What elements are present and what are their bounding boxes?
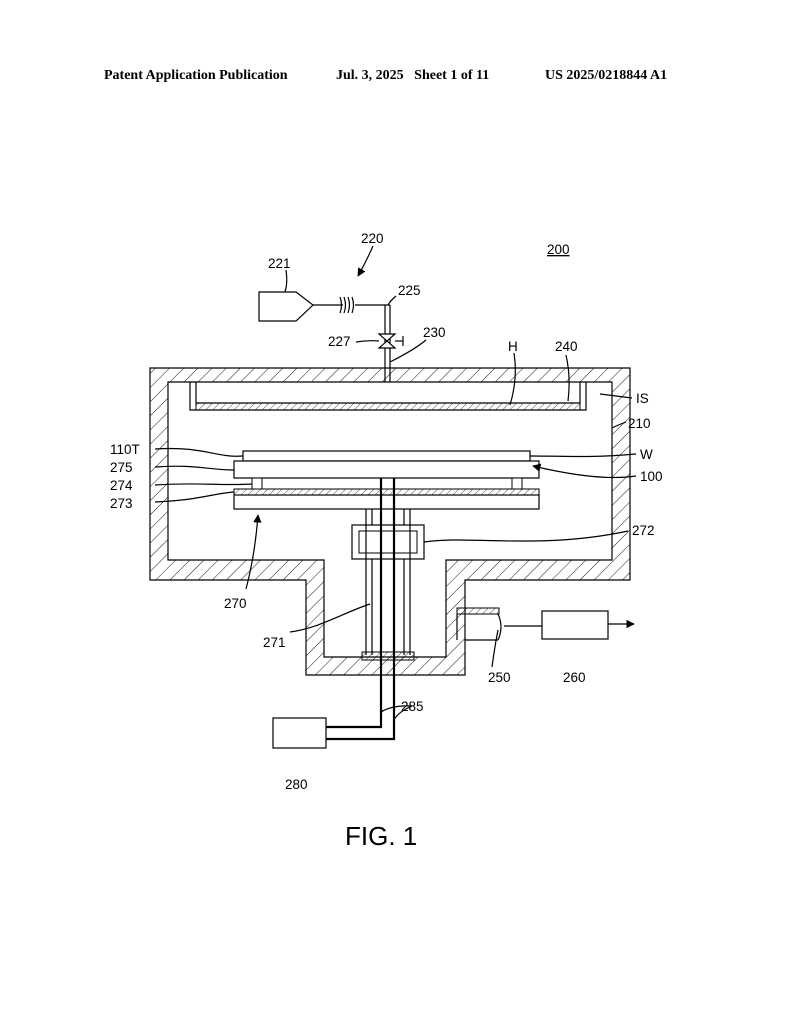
label-273: 273 (110, 496, 133, 511)
reference-labels: 220 200 221 225 227 230 H 240 IS 210 110… (110, 231, 663, 792)
label-280: 280 (285, 777, 308, 792)
support-plate-100 (233, 460, 540, 479)
label-272: 272 (632, 523, 655, 538)
header-patent-number: US 2025/0218844 A1 (545, 68, 668, 83)
label-275: 275 (110, 460, 133, 475)
label-260: 260 (563, 670, 586, 685)
pump-260 (541, 610, 609, 640)
label-285: 285 (401, 699, 424, 714)
label-240: 240 (555, 339, 578, 354)
label-225: 225 (398, 283, 421, 298)
leader-lines (154, 245, 637, 721)
wafer-W (242, 450, 531, 462)
label-110T: 110T (110, 442, 140, 457)
label-270: 270 (224, 596, 247, 611)
label-230: 230 (423, 325, 446, 340)
power-lines-285 (326, 700, 396, 741)
valve-227 (377, 333, 404, 349)
exhaust-port-250 (456, 607, 542, 641)
label-H: H (508, 339, 518, 354)
controller-280 (272, 717, 327, 749)
label-250: 250 (488, 670, 511, 685)
stage-273 (233, 494, 540, 510)
label-W: W (640, 447, 653, 462)
label-IS: IS (636, 391, 649, 406)
support-pin-right (511, 477, 523, 490)
label-227: 227 (328, 334, 351, 349)
label-220: 220 (361, 231, 384, 246)
label-274: 274 (110, 478, 133, 493)
bellows-272 (351, 524, 425, 560)
heater-layer-274 (233, 488, 540, 496)
support-pin-left (251, 477, 263, 490)
label-100: 100 (640, 469, 663, 484)
gas-source-221 (258, 291, 314, 322)
label-210: 210 (628, 416, 651, 431)
label-221: 221 (268, 256, 291, 271)
shower-head-240 (189, 382, 587, 411)
figure-caption: FIG. 1 (345, 821, 417, 851)
header-date-sheet: Jul. 3, 2025 Sheet 1 of 11 (336, 68, 490, 83)
label-271: 271 (263, 635, 286, 650)
label-200: 200 (547, 242, 570, 257)
header-publication: Patent Application Publication (104, 68, 288, 83)
chamber-wall-210 (149, 367, 631, 676)
